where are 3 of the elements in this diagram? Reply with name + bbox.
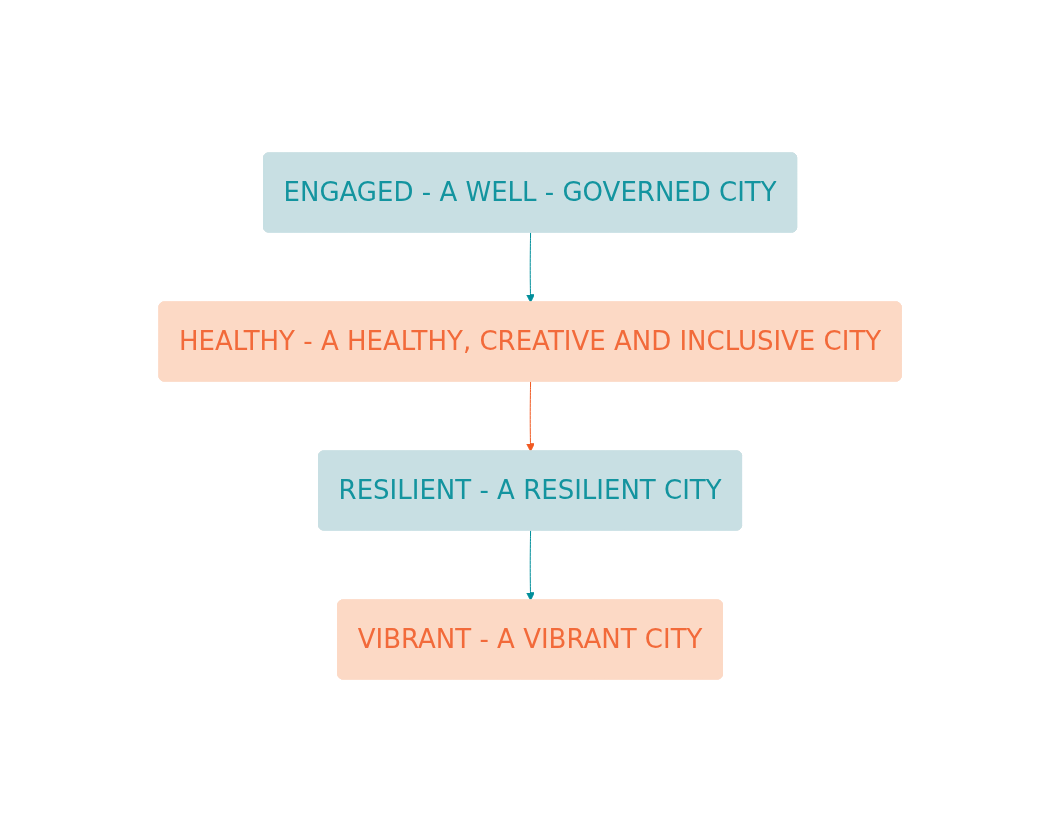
arrow: [526, 380, 536, 452]
arrow: [526, 529, 536, 601]
arrow: [526, 231, 536, 303]
